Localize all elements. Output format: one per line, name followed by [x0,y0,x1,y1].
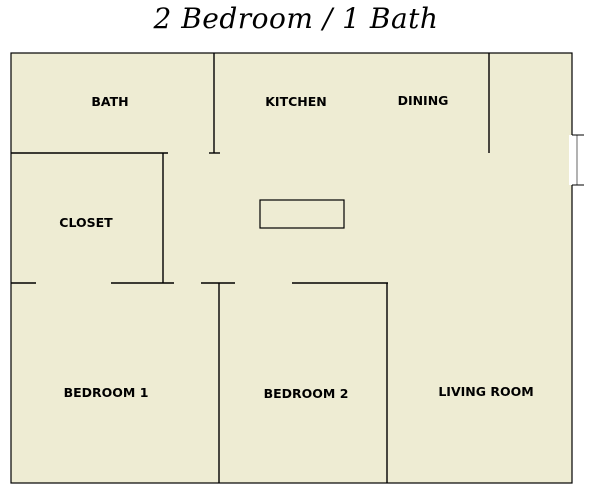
label-kitchen: KITCHEN [265,94,327,109]
label-bedroom-1: BEDROOM 1 [64,385,149,400]
floor-area [10,52,573,484]
exterior-door [569,134,584,186]
label-bedroom-2: BEDROOM 2 [264,386,349,401]
label-closet: CLOSET [59,215,113,230]
plan-title: 2 Bedroom / 1 Bath [153,2,439,35]
label-dining: DINING [398,93,449,108]
kitchen-counter [259,199,345,229]
label-bath: BATH [91,94,128,109]
interior-walls [11,53,490,483]
label-living-room: LIVING ROOM [438,384,533,399]
